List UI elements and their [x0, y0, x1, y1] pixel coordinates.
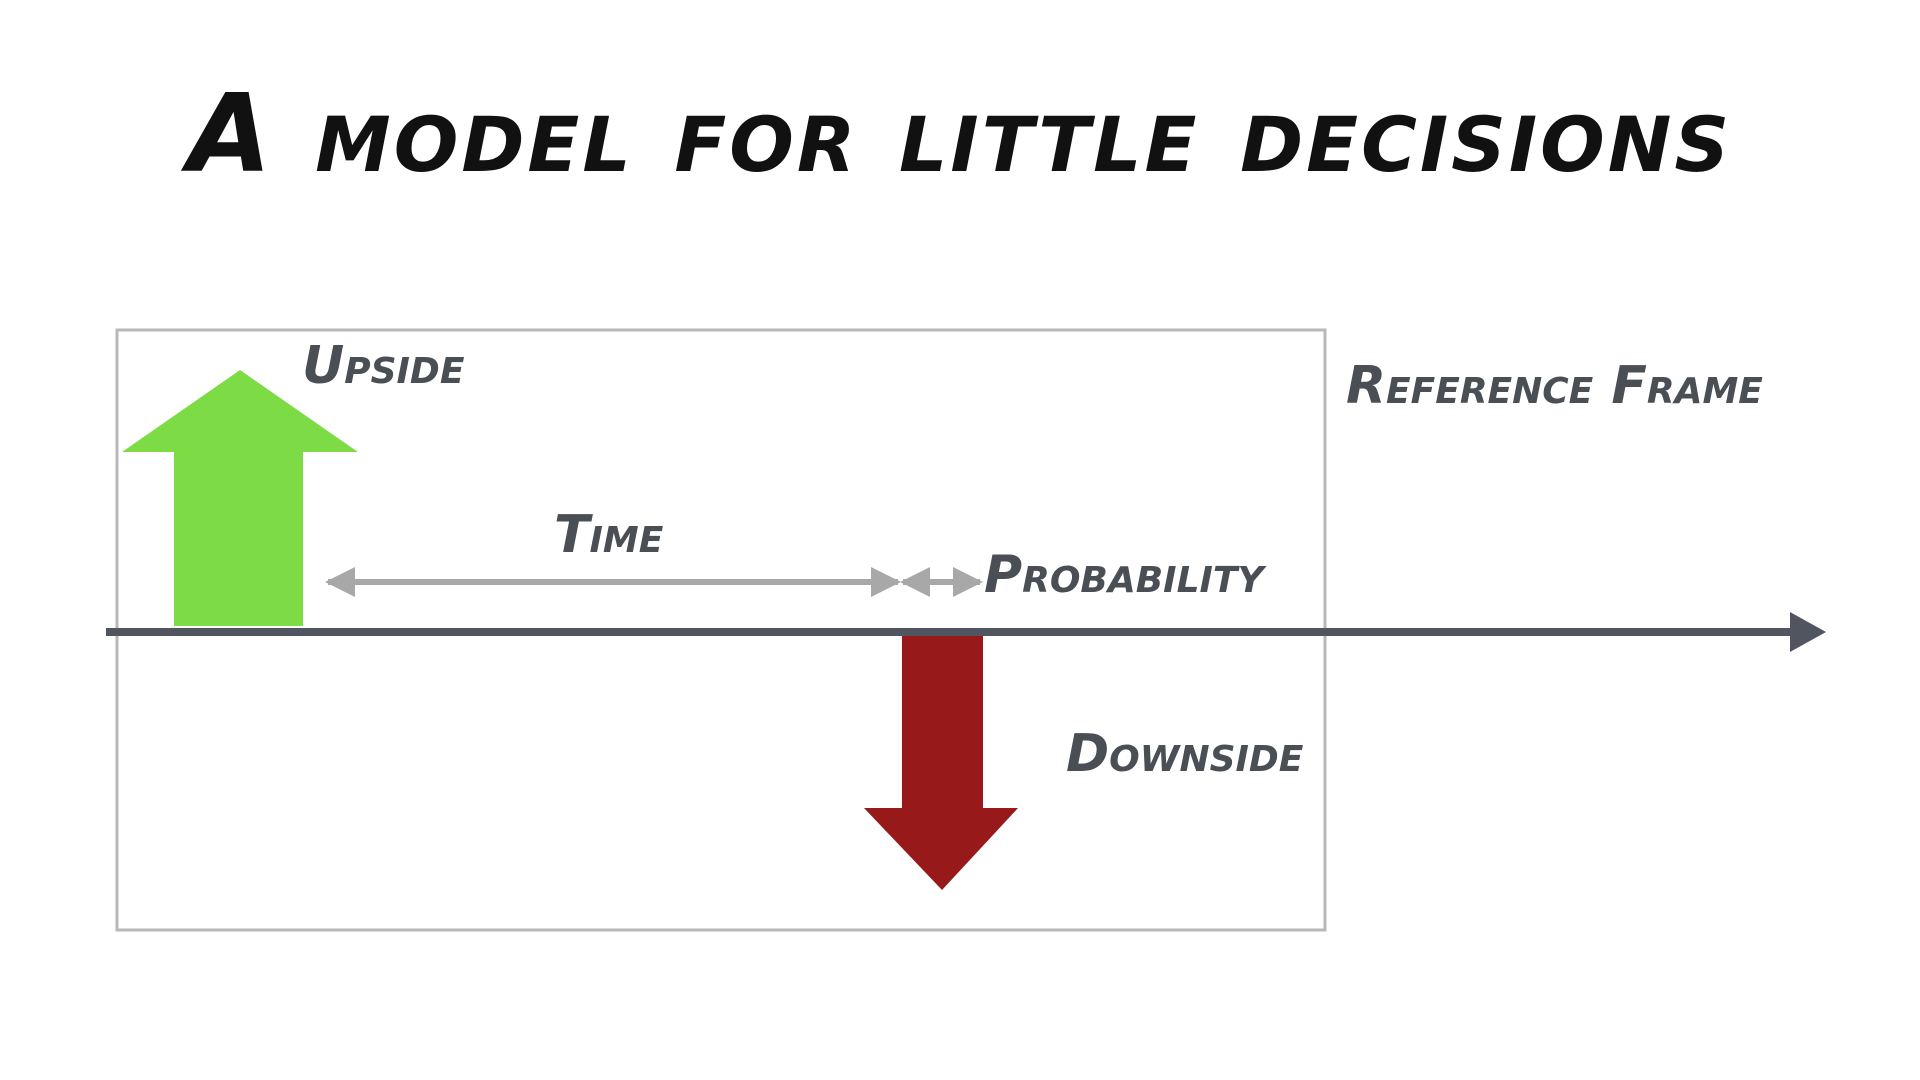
downside-arrow [864, 636, 1018, 890]
reference-frame-label: Reference Frame [1346, 356, 1763, 416]
downside-label: Downside [1066, 724, 1304, 784]
probability-label: Probability [984, 545, 1267, 605]
upside-label: Upside [302, 336, 465, 396]
time-label: Time [554, 505, 664, 565]
upside-arrow [122, 370, 358, 626]
time-axis-arrowhead [1790, 612, 1826, 652]
page-title: A model for little decisions [187, 72, 1733, 197]
